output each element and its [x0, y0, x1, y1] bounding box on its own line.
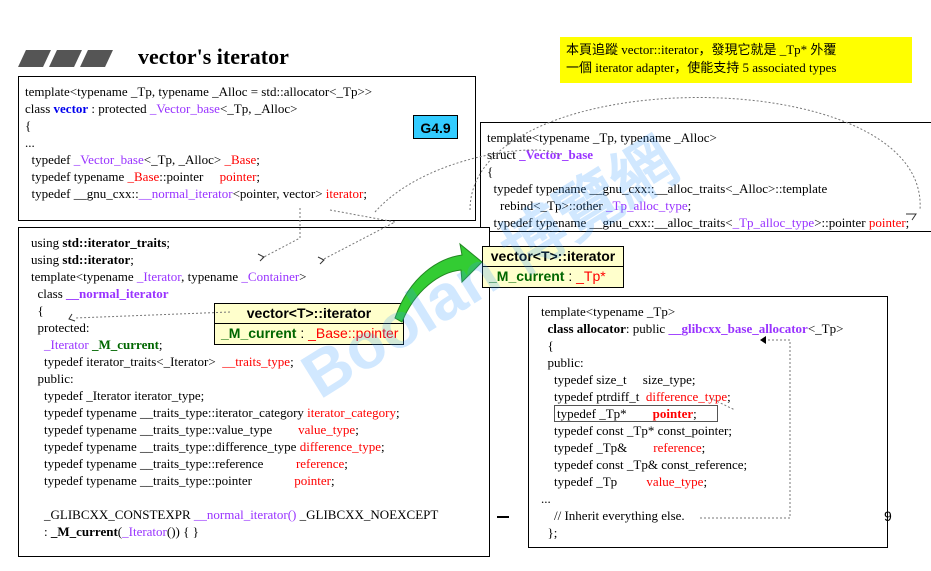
code-line	[31, 489, 489, 506]
code-line: {	[31, 303, 44, 318]
vector-base-box: template<typename _Tp, typename _Alloc> …	[480, 122, 931, 232]
code-line: template<typename _Iterator, typename _C…	[31, 269, 307, 284]
callout-body: _M_current : _Tp*	[489, 268, 606, 284]
code-line: _GLIBCXX_CONSTEXPR __normal_iterator() _…	[31, 507, 439, 522]
code-line: typedef typename __gnu_cxx::__alloc_trai…	[487, 181, 828, 196]
code-line: {	[25, 118, 32, 133]
code-line: template<typename _Tp, typename _Alloc>	[487, 130, 717, 145]
code-line: typedef size_t size_type;	[541, 372, 696, 387]
note-line-2: 一個 iterator adapter，使能支持 5 associated ty…	[566, 60, 837, 75]
code-line: typedef typename _Base::pointer pointer;	[25, 169, 261, 184]
code-line: template<typename _Tp, typename _Alloc =…	[25, 84, 373, 99]
code-line: typedef typename __traits_type::pointer …	[31, 473, 335, 488]
iterator-callout-left: vector<T>::iterator _M_current : _Base::…	[214, 303, 404, 345]
code-line: typedef typename __traits_type::value_ty…	[31, 422, 359, 437]
code-line: {	[487, 164, 494, 179]
code-line: public:	[31, 371, 74, 386]
code-line: : _M_current(_Iterator()) { }	[31, 524, 199, 539]
allocator-box: template<typename _Tp> class allocator: …	[528, 296, 888, 548]
code-line: // Inherit everything else.	[541, 508, 685, 523]
code-line: typedef __gnu_cxx::__normal_iterator<poi…	[25, 186, 367, 201]
page-title: vector's iterator	[138, 44, 289, 69]
code-line: template<typename _Tp>	[541, 304, 676, 319]
normal-iterator-box: using std::iterator_traits; using std::i…	[18, 227, 490, 557]
title-decoration	[18, 50, 115, 72]
code-line: public:	[541, 355, 584, 370]
code-line: class allocator: public __glibcxx_base_a…	[547, 321, 844, 336]
code-line: protected:	[31, 320, 90, 335]
code-line: typedef typename __traits_type::referenc…	[31, 456, 348, 471]
code-line: typedef _Tp* pointer;	[541, 405, 887, 422]
code-line: typedef iterator_traits<_Iterator> __tra…	[31, 354, 294, 369]
code-line: typedef _Iterator iterator_type;	[31, 388, 205, 403]
code-line: };	[541, 525, 558, 540]
code-line: typedef typename __traits_type::differen…	[31, 439, 385, 454]
note-box: 本頁追蹤 vector::iterator，發現它就是 _Tp* 外覆 一個 i…	[560, 37, 912, 83]
page-number: 9	[884, 508, 892, 524]
code-line: using std::iterator;	[31, 252, 134, 267]
note-line-1: 本頁追蹤 vector::iterator，發現它就是 _Tp* 外覆	[566, 42, 837, 57]
code-line: typedef const _Tp* const_pointer;	[541, 423, 732, 438]
code-line: typedef typename __gnu_cxx::__alloc_trai…	[487, 215, 910, 230]
iterator-callout-right: vector<T>::iterator _M_current : _Tp*	[482, 246, 624, 288]
dash	[497, 516, 509, 518]
code-line: typedef _Tp value_type;	[541, 474, 708, 489]
code-line: class __normal_iterator	[31, 286, 169, 301]
code-line: class vector : protected _Vector_base<_T…	[25, 101, 298, 116]
code-line: ...	[25, 135, 35, 150]
code-line: typedef ptrdiff_t difference_type;	[541, 389, 731, 404]
callout-header: vector<T>::iterator	[215, 304, 403, 324]
code-line: {	[541, 338, 554, 353]
code-line: _Iterator _M_current;	[44, 337, 163, 352]
code-line: using std::iterator_traits;	[31, 235, 171, 250]
callout-header: vector<T>::iterator	[483, 247, 623, 267]
callout-body: _M_current : _Base::pointer	[221, 325, 399, 341]
code-line: typedef typename __traits_type::iterator…	[31, 405, 400, 420]
vector-class-box: template<typename _Tp, typename _Alloc =…	[18, 76, 476, 221]
code-line: ...	[541, 491, 551, 506]
code-line: typedef _Tp& reference;	[541, 440, 706, 455]
version-badge: G4.9	[413, 115, 458, 139]
code-line: rebind<_Tp>::other _Tp_alloc_type;	[487, 198, 692, 213]
code-line: typedef const _Tp& const_reference;	[541, 457, 748, 472]
code-line: typedef _Vector_base<_Tp, _Alloc> _Base;	[25, 152, 260, 167]
code-line: struct _Vector_base	[487, 147, 594, 162]
